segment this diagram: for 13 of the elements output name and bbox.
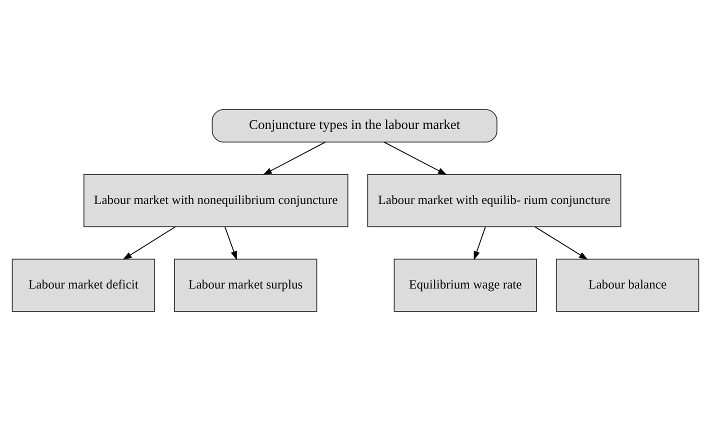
arrow	[122, 226, 176, 260]
arrow	[534, 226, 588, 260]
arrow	[384, 142, 447, 175]
arrow	[224, 226, 237, 260]
node-box: Labour market deficit	[12, 258, 156, 312]
node-box: Labour balance	[556, 258, 700, 312]
node-box: Labour market surplus	[174, 258, 318, 312]
node-box: Equilibrium wage rate	[394, 258, 538, 312]
node-box: Conjuncture types in the labour market	[212, 109, 498, 142]
arrow	[262, 142, 326, 175]
node-box: Labour market with nonequilibrium conjuncture	[83, 174, 348, 228]
arrow	[474, 226, 486, 260]
node-box: Labour market with equilib- rium conjuncture	[367, 174, 622, 228]
